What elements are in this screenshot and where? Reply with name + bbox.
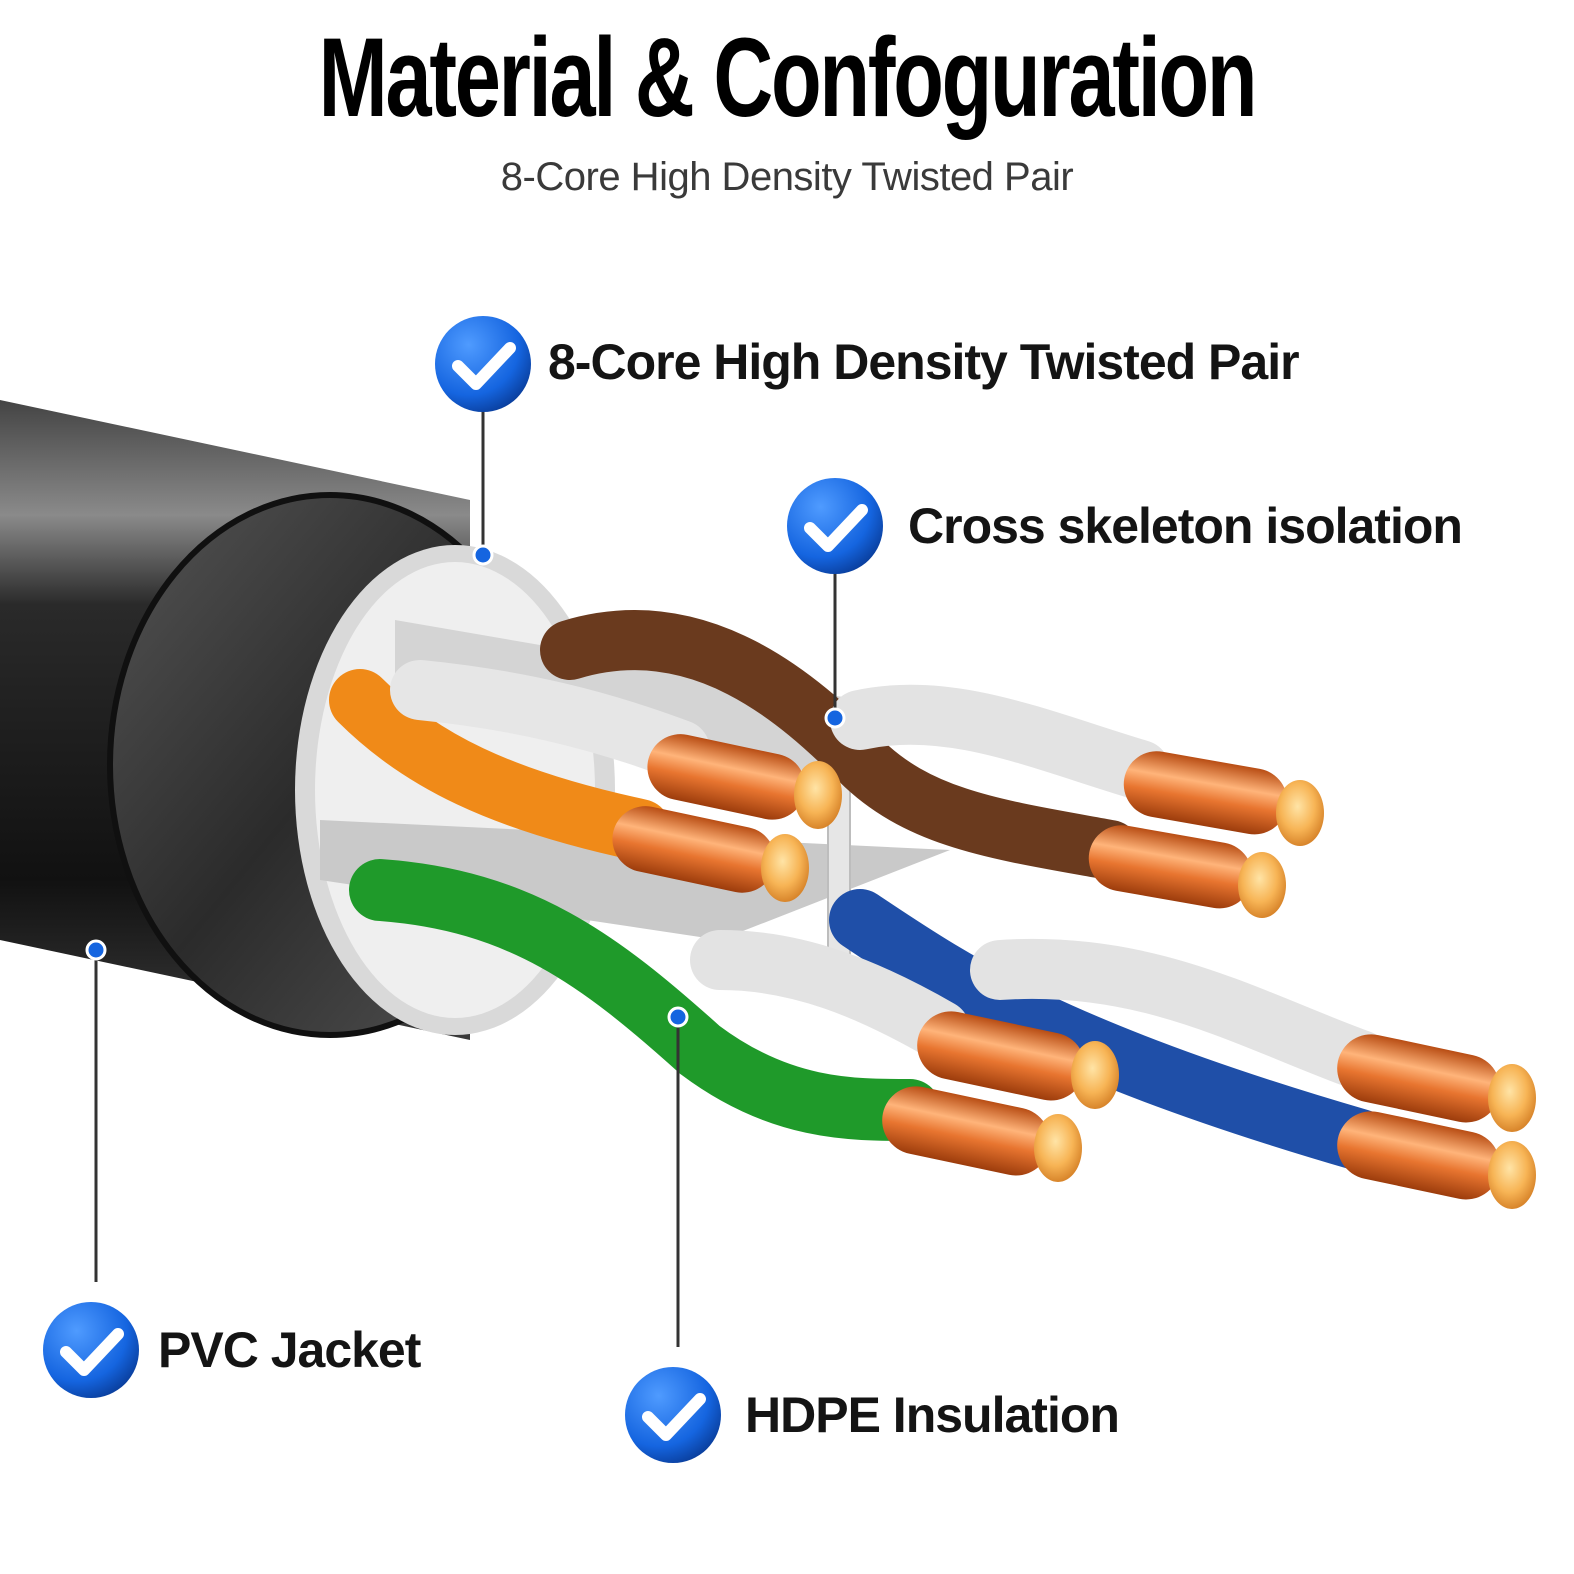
leader-dots xyxy=(85,544,846,1028)
check-badge-icon xyxy=(787,478,883,574)
callout-label-pvc-jacket: PVC Jacket xyxy=(158,1322,421,1378)
leader-lines xyxy=(94,408,837,1347)
check-badge-icon xyxy=(435,316,531,412)
green-pair xyxy=(349,859,1119,1182)
check-badge-icon xyxy=(43,1302,139,1398)
page-subtitle: 8-Core High Density Twisted Pair xyxy=(500,155,1074,199)
callout-label-cross-skeleton: Cross skeleton isolation xyxy=(908,498,1463,554)
check-badge-icon xyxy=(625,1367,721,1463)
callout-label-hdpe-insulation: HDPE Insulation xyxy=(745,1387,1120,1443)
orange-pair xyxy=(329,660,842,902)
blue-pair xyxy=(829,889,1536,1209)
brown-pair xyxy=(540,610,1324,918)
callout-label-twisted-pair: 8-Core High Density Twisted Pair xyxy=(548,334,1300,390)
page-title: Material & Confoguration xyxy=(318,15,1258,140)
